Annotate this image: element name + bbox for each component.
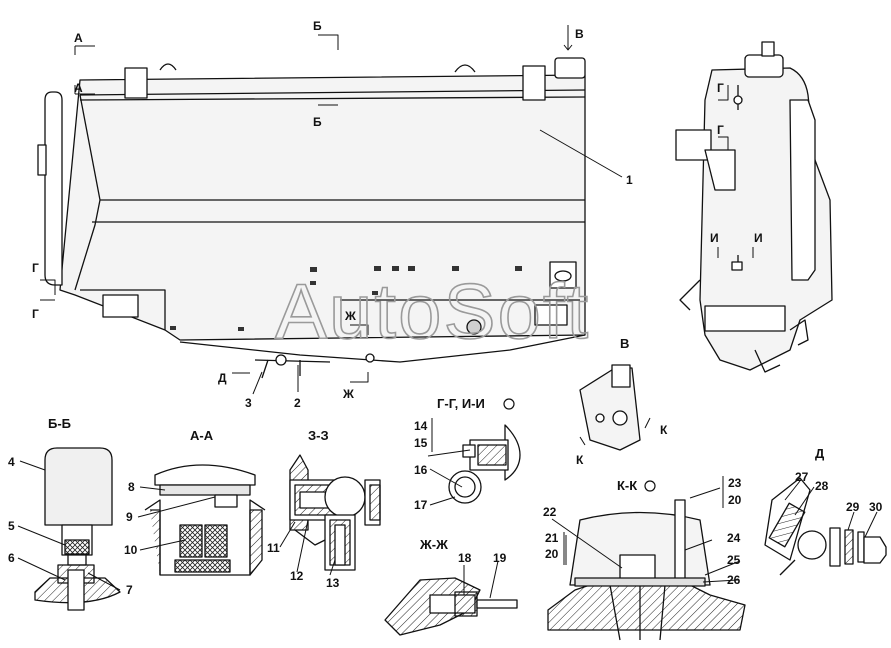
section-title-zhzh: Ж-Ж [419, 537, 448, 552]
section-titles: Б-Б А-А З-З Г-Г, И-И Ж-Ж К-К В Д [48, 336, 825, 552]
view-v-drawing [579, 364, 641, 451]
gg-ii-symbol-icon [503, 398, 515, 410]
cut-letter-zh-bottom: Ж [342, 387, 354, 401]
callout-24: 24 [727, 531, 741, 545]
section-kk-drawing [547, 499, 746, 641]
cut-letter-v: В [575, 27, 584, 41]
cut-letter-g-left-top: Г [32, 261, 39, 275]
section-aa-drawing [144, 464, 266, 576]
callout-7: 7 [126, 583, 133, 597]
callout-28: 28 [815, 479, 829, 493]
cut-letter-b-top: Б [313, 19, 322, 33]
callout-16: 16 [414, 463, 428, 477]
cut-marker-arrows [40, 25, 754, 446]
cut-letter-a-bottom: А [74, 81, 83, 95]
callout-17: 17 [414, 498, 428, 512]
view-d-drawing [764, 477, 887, 576]
section-bb-drawing [34, 447, 121, 611]
cut-letter-d: Д [218, 371, 227, 385]
callout-9: 9 [126, 510, 133, 524]
callout-27: 27 [795, 470, 809, 484]
kk-symbol-icon [644, 480, 656, 492]
callout-21: 21 [545, 531, 559, 545]
section-title-gg-ii: Г-Г, И-И [437, 396, 485, 411]
cut-letter-b-bottom: Б [313, 115, 322, 129]
section-title-kk: К-К [617, 478, 637, 493]
callout-23: 23 [728, 476, 742, 490]
callout-11: 11 [267, 541, 280, 555]
section-title-aa: А-А [190, 428, 214, 443]
callout-8: 8 [128, 480, 135, 494]
cut-letter-i-left: И [710, 231, 719, 245]
callout-4: 4 [8, 455, 15, 469]
callout-5: 5 [8, 519, 15, 533]
callout-25: 25 [727, 553, 741, 567]
leader-lines [17, 129, 878, 599]
section-title-zz: З-З [308, 428, 329, 443]
section-gg-ii-drawing [448, 424, 521, 504]
callout-2: 2 [294, 396, 301, 410]
callout-1: 1 [626, 173, 633, 187]
view-title-v: В [620, 336, 629, 351]
callout-18: 18 [458, 551, 472, 565]
callout-26: 26 [727, 573, 741, 587]
callout-20-left: 20 [545, 547, 559, 561]
callout-29: 29 [846, 500, 860, 514]
callout-numbers: 1 2 3 4 5 6 7 8 9 10 11 12 13 14 15 16 1… [8, 173, 883, 597]
cut-letter-g-right-top: Г [717, 81, 724, 95]
section-zz-drawing [289, 454, 381, 571]
callout-6: 6 [8, 551, 15, 565]
callout-15: 15 [414, 436, 428, 450]
tank-end-view [675, 41, 833, 373]
cut-letter-g-right-bottom: Г [717, 123, 724, 137]
callout-13: 13 [326, 576, 340, 590]
cut-letter-k-left: К [576, 453, 584, 467]
section-zhzh-drawing [384, 577, 518, 636]
section-title-bb: Б-Б [48, 416, 71, 431]
callout-14: 14 [414, 419, 428, 433]
callout-22: 22 [543, 505, 557, 519]
callout-30: 30 [869, 500, 883, 514]
callout-3: 3 [245, 396, 252, 410]
callout-10: 10 [124, 543, 138, 557]
cut-letter-a-top: А [74, 31, 83, 45]
watermark-text: AutoSoft [275, 267, 590, 355]
callout-12: 12 [290, 569, 304, 583]
cut-marker-letters: А А Б Б В Г Г Г Г И И Ж Ж Д К К [32, 19, 763, 467]
callout-20-top: 20 [728, 493, 742, 507]
tank-side-view [37, 57, 586, 379]
cut-letter-g-left-bottom: Г [32, 307, 39, 321]
cut-letter-k-right: К [660, 423, 668, 437]
cut-letter-zh-top: Ж [344, 309, 356, 323]
view-title-d: Д [815, 446, 825, 461]
callout-19: 19 [493, 551, 507, 565]
cut-letter-i-right: И [754, 231, 763, 245]
callout-brackets [431, 418, 724, 565]
